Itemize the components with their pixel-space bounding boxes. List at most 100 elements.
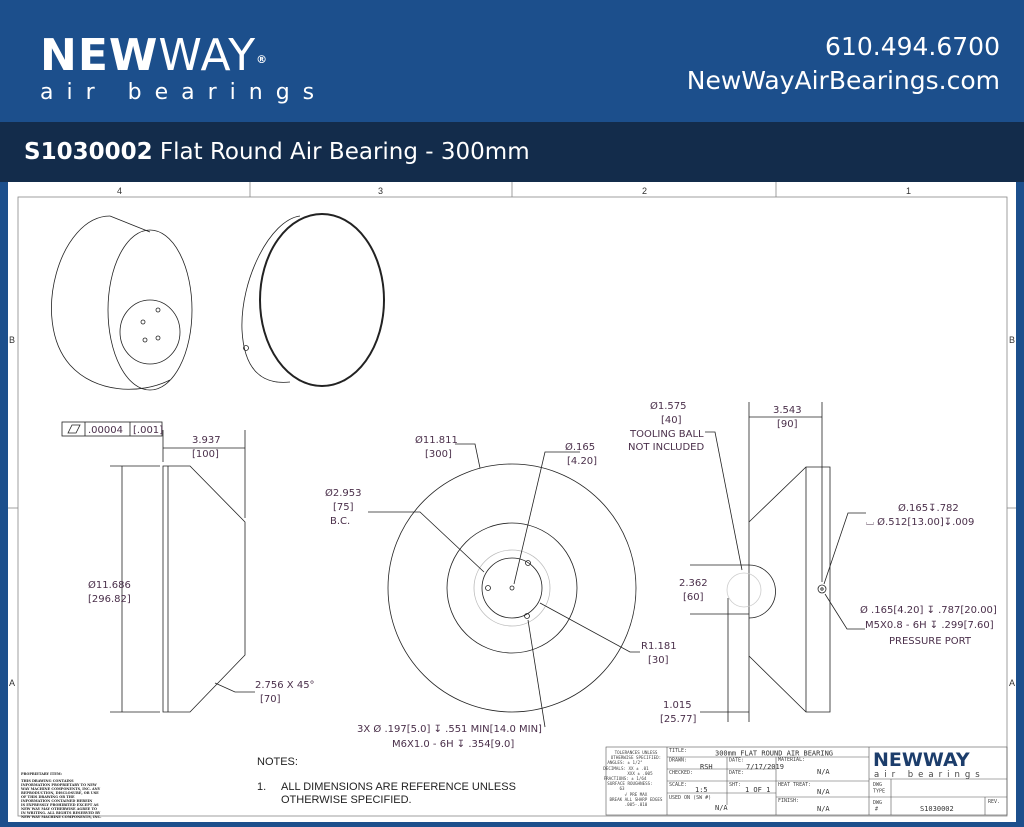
tolerance-line: 63	[619, 786, 625, 791]
proprietary-heading: PROPRIETARY ITEM:	[21, 772, 62, 776]
heat-treat-label: HEAT TREAT:	[778, 782, 811, 788]
title-block: TOLERANCES UNLESS OTHERWISE SPECIFIED: A…	[603, 746, 1008, 816]
tolerance-line: ANGLES: ± 1/2°	[607, 760, 642, 765]
website-link[interactable]: NewWayAirBearings.com	[686, 66, 1000, 95]
zone-label-1: 1	[906, 186, 911, 196]
checked-label: CHECKED:	[669, 770, 693, 776]
side-width-value: 3.937	[192, 435, 221, 446]
proprietary-line: INFORMATION CONTAINED HEREIN	[21, 799, 92, 803]
zone-label-b-right: B	[1009, 335, 1015, 345]
dwg-number: S1030002	[920, 805, 954, 813]
face-offset-metric: [25.77]	[660, 714, 697, 725]
front-view	[368, 443, 640, 728]
newway-logo: NEWWAY® air bearings	[40, 34, 328, 106]
radius-metric: [30]	[648, 655, 669, 666]
holes-callout-line2: M6X1.0 - 6H ↧ .354[9.0]	[392, 739, 514, 750]
logo-subtitle: air bearings	[40, 80, 328, 105]
tolerance-line: FRACTIONS: ± 1/64	[604, 776, 647, 781]
title-block-logo-sub: air bearings	[874, 770, 985, 780]
tolerance-line: .005-.010	[625, 802, 648, 807]
proprietary-line: THIS DRAWING CONTAINS	[21, 779, 74, 783]
sheet-frame	[8, 182, 1016, 817]
proprietary-line: WAY MACHINE COMPONENTS, INC. ANY	[20, 787, 101, 791]
tolerance-line: DECIMALS: XX ± .01	[603, 766, 649, 771]
tolerance-line: BREAK ALL SHARP EDGES	[610, 797, 663, 802]
face-offset-value: 1.015	[663, 700, 692, 711]
side-diameter-value: Ø11.686	[88, 579, 131, 591]
part-number: S1030002	[24, 139, 153, 165]
dwg-type-label: DWG	[873, 782, 882, 788]
drawn-label: DRAWN:	[669, 757, 687, 763]
drawing-sheet	[8, 182, 1016, 822]
ball-offset-metric: [60]	[683, 592, 704, 603]
pressure-port-line3: PRESSURE PORT	[889, 636, 972, 647]
note-line1: ALL DIMENSIONS ARE REFERENCE UNLESS	[281, 781, 516, 793]
material-value: N/A	[817, 768, 830, 776]
logo-way: WAY	[158, 30, 257, 81]
tooling-ball-line2: NOT INCLUDED	[628, 442, 704, 453]
dwg-number-label2: #	[875, 807, 878, 813]
flatness-metric: [.001]	[133, 425, 163, 436]
logo-registered: ®	[256, 53, 269, 66]
proprietary-line: NEW WAY MAY OTHERWISE AGREE TO	[21, 807, 97, 811]
drawn-by: RSH	[700, 763, 713, 771]
rev-label: REV.	[988, 799, 1000, 805]
radius-value: R1.181	[641, 641, 677, 652]
zone-label-3: 3	[378, 186, 383, 196]
logo-new: NEW	[40, 30, 159, 81]
zone-label-a-left: A	[9, 678, 15, 688]
isometric-view-front	[241, 213, 385, 387]
side-view	[110, 430, 255, 713]
tolerance-line: TOLERANCES UNLESS	[615, 750, 658, 755]
tooling-ball-line1: TOOLING BALL	[629, 429, 704, 440]
page-title: S1030002 Flat Round Air Bearing - 300mm	[24, 139, 530, 165]
heat-treat-value: N/A	[817, 788, 830, 796]
proprietary-line: OF THIS DRAWING OR THE	[21, 795, 75, 799]
zone-label-2: 2	[642, 186, 647, 196]
scale-label: SCALE:	[669, 782, 687, 788]
material-label: MATERIAL:	[778, 757, 805, 763]
dwg-type-label2: TYPE	[873, 789, 885, 795]
pressure-port-line2: M5X0.8 - 6H ↧ .299[7.60]	[865, 620, 994, 631]
dwg-number-label: DWG	[873, 800, 882, 806]
flatness-value: .00004	[88, 425, 123, 436]
zone-label-4: 4	[117, 186, 122, 196]
ball-offset-value: 2.362	[679, 578, 708, 589]
note-number: 1.	[257, 781, 266, 793]
finish-value: N/A	[817, 805, 830, 813]
proprietary-line: IS EXPRESSLY PROHIBITED EXCEPT AS	[21, 803, 99, 807]
zone-label-a-right: A	[1009, 678, 1015, 688]
bolt-circle-value: Ø2.953	[325, 487, 362, 499]
center-hole-metric: [4.20]	[567, 456, 597, 467]
chamfer-value: 2.756 X 45°	[255, 680, 315, 691]
proprietary-line: INFORMATION PROPRIETARY TO NEW	[21, 783, 97, 787]
outer-diameter-metric: [300]	[425, 449, 452, 460]
zone-label-b-left: B	[9, 335, 15, 345]
contact-info: 610.494.6700 NewWayAirBearings.com	[687, 32, 1000, 100]
bolt-circle-metric: [75]	[333, 502, 354, 513]
part-description: Flat Round Air Bearing - 300mm	[159, 139, 530, 165]
phone-number: 610.494.6700	[825, 32, 1000, 61]
port-callout-line2: ⌴ Ø.512[13.00]↧.009	[866, 516, 974, 528]
used-on-value: N/A	[715, 804, 728, 812]
drawing-title: 300mm FLAT ROUND AIR BEARING	[715, 750, 833, 758]
sheet-label: SHT:	[729, 782, 741, 788]
drawn-date: 7/17/2019	[746, 763, 784, 771]
note-line2: OTHERWISE SPECIFIED.	[281, 794, 412, 806]
port-callout-line1: Ø.165↧.782	[898, 502, 959, 514]
bolt-circle-label: B.C.	[330, 516, 350, 527]
date-label: DATE:	[729, 757, 744, 763]
proprietary-line: NEW WAY MACHINE COMPONENTS, INC.	[21, 815, 101, 819]
checked-date-label: DATE:	[729, 770, 744, 776]
isometric-view-back	[51, 215, 193, 391]
title-label: TITLE:	[669, 748, 687, 754]
tolerance-line: OTHERWISE SPECIFIED:	[611, 755, 661, 760]
tooling-ball-metric: [40]	[661, 415, 682, 426]
center-hole-value: Ø.165	[565, 441, 595, 453]
tolerance-line: XXX ± .005	[627, 771, 653, 776]
proprietary-line: IN WRITING. ALL RIGHTS RESERVED BY	[21, 811, 101, 815]
proprietary-notice: PROPRIETARY ITEM: THIS DRAWING CONTAINS …	[20, 772, 101, 819]
notes-heading: NOTES:	[257, 756, 298, 768]
section-view	[690, 402, 866, 722]
